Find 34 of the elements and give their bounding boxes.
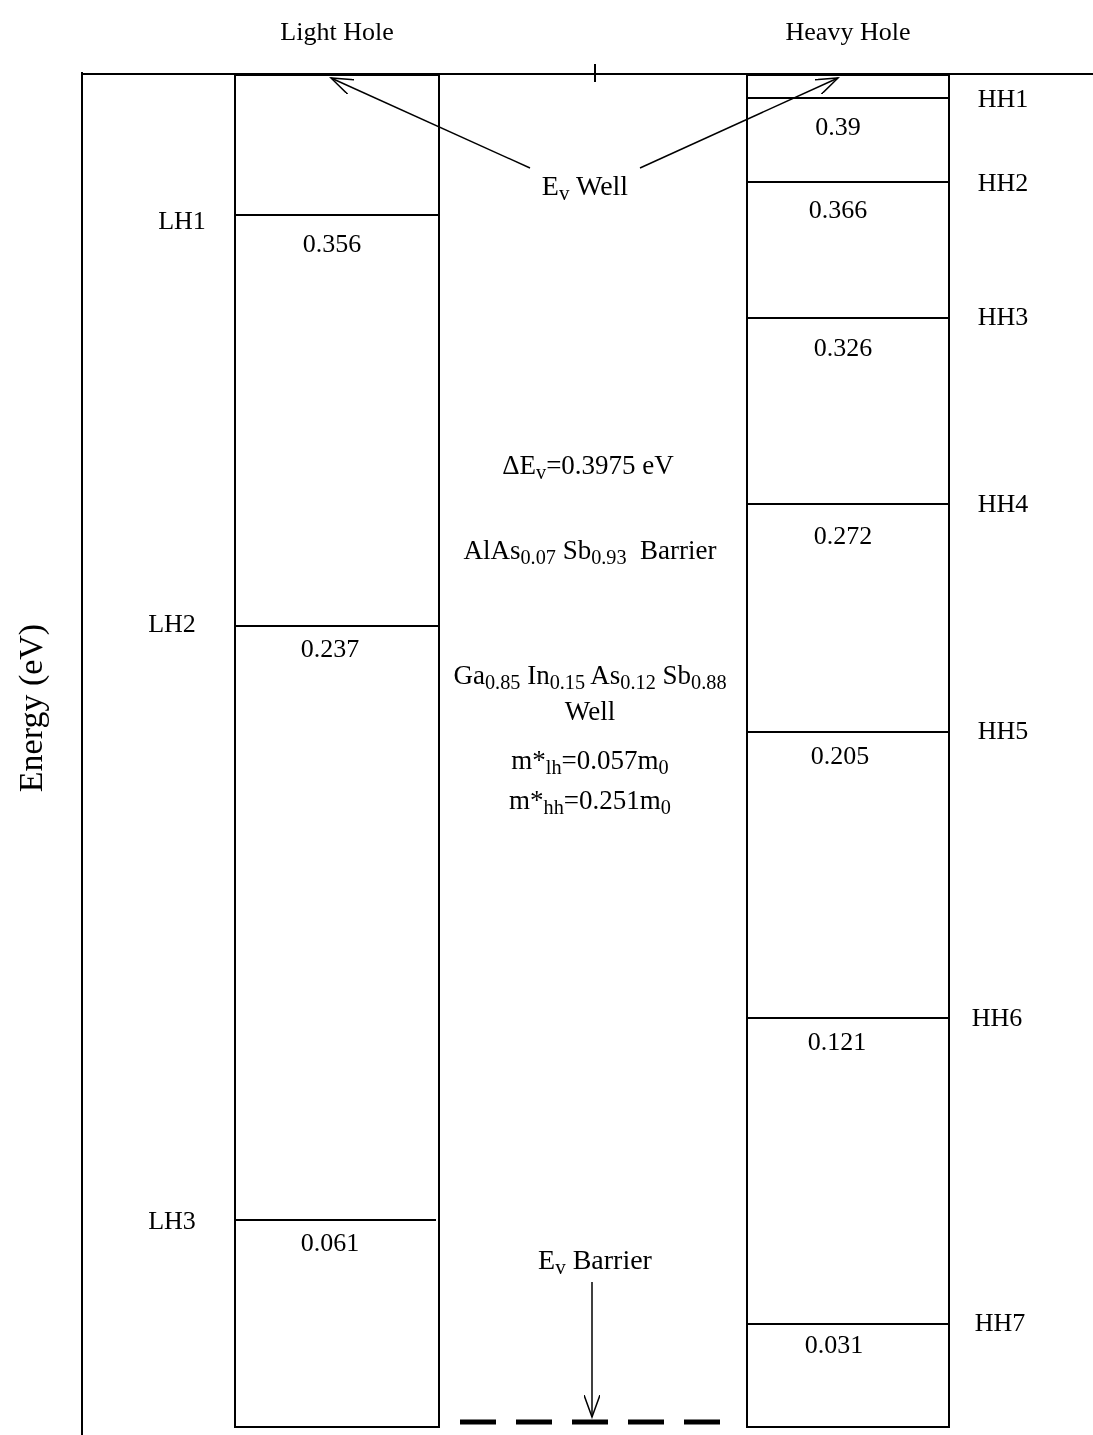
- energy-label: E$_{v}$ Well: [530, 168, 640, 204]
- arrow: [330, 77, 531, 169]
- energy-value: 0.366: [808, 193, 868, 226]
- axis-title: Energy (eV): [10, 623, 50, 793]
- arrow: [583, 1281, 601, 1418]
- energy-label: E$_{v}$ Barrier: [522, 1242, 668, 1278]
- level-name: LH2: [148, 607, 196, 640]
- level-name: HH3: [977, 300, 1029, 333]
- dashed-level-line: [460, 1417, 720, 1427]
- level-name: HH6: [971, 1001, 1023, 1034]
- energy-value: 0.272: [813, 519, 873, 552]
- level-name: HH2: [977, 166, 1029, 199]
- parameter-label: m*$_{lh}$=0.057m$_{0}$: [511, 743, 669, 780]
- energy-value: 0.237: [300, 632, 360, 665]
- parameter-label: ΔE$_{v}$=0.3975 eV: [502, 448, 674, 485]
- arrow: [639, 77, 839, 169]
- material-label: Ga$_{0.85}$ In$_{0.15}$ As$_{0.12}$ Sb$_{0.88}$ Well: [452, 659, 728, 728]
- energy-value: 0.121: [807, 1025, 867, 1058]
- level-name: LH3: [148, 1204, 196, 1237]
- energy-value: 0.031: [804, 1328, 864, 1361]
- energy-value: 0.326: [813, 331, 873, 364]
- energy-value: 0.356: [302, 227, 362, 260]
- parameter-label: AlAs$_{0.07}$ Sb$_{0.93}$ Barrier: [463, 533, 717, 570]
- parameter-label: m*$_{hh}$=0.251m$_{0}$: [509, 783, 671, 820]
- level-name: HH5: [977, 714, 1029, 747]
- level-name: HH4: [977, 487, 1029, 520]
- column-heading: Light Hole: [280, 16, 394, 48]
- level-name: HH7: [974, 1306, 1026, 1339]
- energy-value: 0.061: [300, 1226, 360, 1259]
- level-name: HH1: [977, 82, 1029, 115]
- energy-value: 0.205: [810, 739, 870, 772]
- energy-value: 0.39: [815, 110, 861, 143]
- level-name: LH1: [158, 204, 206, 237]
- column-heading: Heavy Hole: [785, 16, 911, 48]
